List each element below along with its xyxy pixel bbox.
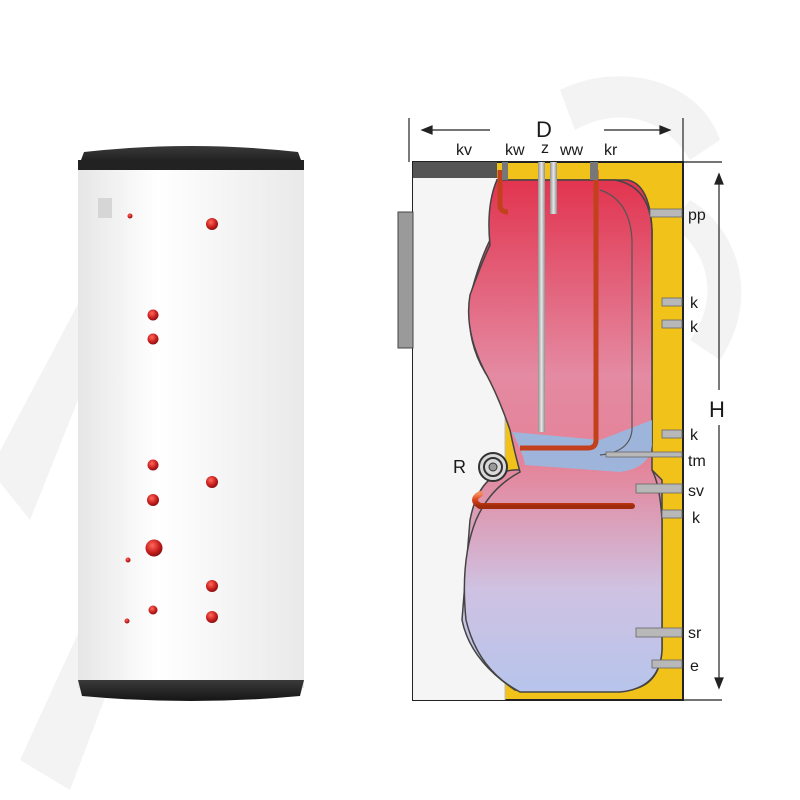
tank-nameplate [98, 198, 112, 218]
label-pp: pp [688, 207, 706, 224]
tank-bottom-cap [78, 680, 304, 701]
label-ww: ww [559, 142, 584, 159]
port-dot [145, 539, 163, 557]
stub-k [661, 509, 683, 519]
stub-tm [605, 451, 683, 458]
port-dot [127, 213, 133, 219]
stub-k [661, 429, 683, 439]
label-k: k [690, 319, 699, 336]
label-kv: kv [456, 142, 472, 159]
cutaway-diagram: D H kv kw z ww kr pp k k k tm sv k sr e … [397, 117, 725, 701]
label-diameter: D [536, 117, 552, 142]
stub-k [661, 297, 683, 307]
stub-sv [635, 483, 683, 494]
label-k: k [692, 510, 701, 527]
label-kr: kr [604, 142, 618, 159]
port-dot [206, 218, 218, 230]
side-flange [397, 211, 414, 349]
stub-k [661, 319, 683, 329]
inner-tank [599, 189, 633, 456]
port-dot [147, 494, 159, 506]
port-dot [206, 611, 218, 623]
tank-lid [413, 162, 497, 178]
port-dot [125, 557, 131, 563]
stub-sr [635, 627, 683, 638]
pipe-ww [550, 162, 557, 214]
port-dot [148, 605, 158, 615]
port-dot [124, 618, 130, 624]
tank-body [78, 160, 304, 688]
pipe-z [538, 162, 545, 432]
upper-coil [502, 211, 599, 427]
label-kw: kw [505, 142, 525, 159]
flange-r-icon [478, 452, 508, 482]
port-dot [147, 309, 159, 321]
lower-coil [465, 489, 635, 635]
label-height: H [709, 397, 725, 422]
label-flange: R [453, 457, 466, 477]
port-dot [206, 580, 218, 592]
tank-photo [78, 146, 304, 701]
label-k: k [690, 295, 699, 312]
label-sv: sv [688, 483, 704, 500]
label-sr: sr [688, 625, 702, 642]
label-e: e [690, 658, 699, 675]
stub-e [651, 659, 683, 669]
port-dot [147, 333, 159, 345]
port-dot [147, 459, 159, 471]
coil-return-pipe [520, 170, 599, 451]
label-k: k [690, 427, 699, 444]
dimension-lines [408, 118, 724, 701]
side-stubs [605, 208, 683, 669]
stub-pp [649, 208, 683, 218]
port-dots [124, 213, 218, 624]
label-z: z [541, 140, 549, 157]
label-tm: tm [688, 453, 706, 470]
port-dot [206, 476, 218, 488]
